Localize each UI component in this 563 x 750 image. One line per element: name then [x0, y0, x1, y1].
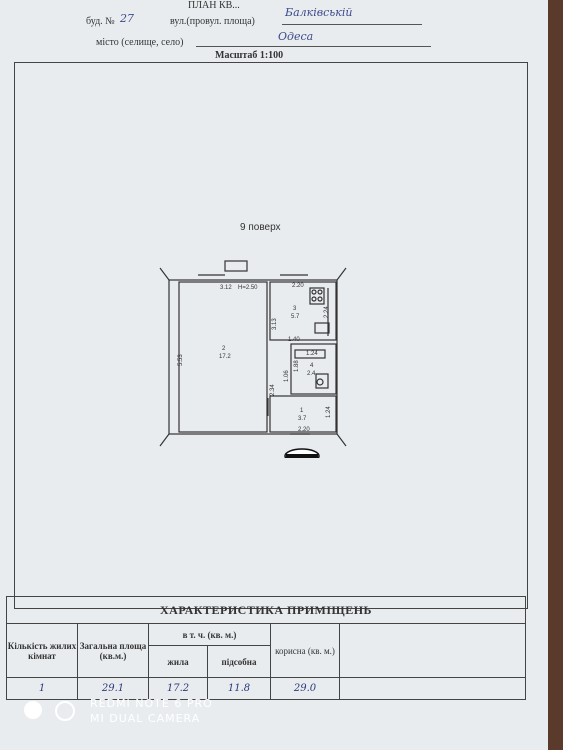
table-row: 1 29.1 17.2 11.8 29.0 — [6, 677, 526, 700]
floor-plan-drawing: 3.12 H=2.50 2.20 5.53 2 17.2 3.13 3 5.7 … — [159, 260, 347, 458]
entrance-marker-fill — [286, 454, 318, 458]
camera-ring-icon — [55, 701, 75, 721]
col-useful: корисна (кв. м.) — [270, 623, 340, 678]
room-area: 2.4 — [307, 371, 316, 377]
dim-label: 3.12 — [220, 285, 232, 291]
val-aux: 11.8 — [207, 677, 271, 700]
dim-label: 5.53 — [178, 354, 184, 366]
dim-label: 3.13 — [272, 318, 278, 330]
street-label: вул.(провул. площа) — [170, 16, 255, 27]
room-number: 1 — [300, 408, 304, 414]
street-value: Балківській — [285, 6, 353, 19]
dim-label: 2.20 — [292, 283, 304, 289]
outer-wall — [168, 279, 338, 435]
dim-label: 1.24 — [306, 351, 318, 357]
room-2-living — [178, 281, 268, 433]
col-rooms: Кількість жилих кімнат — [6, 623, 78, 678]
table-title: ХАРАКТЕРИСТИКА ПРИМІЩЕНЬ — [6, 596, 526, 624]
dim-label: 2.20 — [298, 427, 310, 433]
room-number: 4 — [310, 363, 314, 369]
camera-watermark: REDMI NOTE 6 PRO MI DUAL CAMERA — [90, 696, 213, 726]
building-label: буд. № — [86, 16, 115, 27]
col-incl: в т. ч. (кв. м.) — [148, 623, 271, 646]
val-rooms: 1 — [6, 677, 78, 700]
camera-dot-icon — [24, 701, 42, 719]
city-underline — [196, 46, 431, 47]
col-aux: підсобна — [207, 645, 271, 678]
room-4-bathroom — [290, 343, 337, 395]
dim-label: 1.06 — [284, 370, 290, 382]
dim-label: 1.88 — [294, 360, 300, 372]
val-living: 17.2 — [148, 677, 208, 700]
city-label: місто (селище, село) — [96, 37, 184, 48]
room-1-hall — [269, 395, 337, 433]
dim-label: 1.40 — [288, 337, 300, 343]
dim-label: H=2.50 — [238, 285, 258, 291]
dim-label: 2.34 — [270, 384, 276, 396]
plan-title: ПЛАН КВ... — [188, 0, 240, 11]
watermark-line2: MI DUAL CAMERA — [90, 712, 201, 725]
room-area: 17.2 — [219, 354, 231, 360]
dim-label: 1.24 — [326, 406, 332, 418]
empty-col — [339, 623, 526, 678]
col-living: жила — [148, 645, 208, 678]
room-area: 3.7 — [298, 416, 307, 422]
val-useful: 29.0 — [270, 677, 340, 700]
document-page: ПЛАН КВ... буд. № 27 вул.(провул. площа)… — [0, 0, 548, 750]
col-total: Загальна площа (кв.м.) — [77, 623, 149, 678]
room-number: 3 — [293, 306, 297, 312]
empty-cell — [339, 677, 526, 700]
room-3-kitchen — [269, 281, 337, 341]
watermark-line1: REDMI NOTE 6 PRO — [90, 697, 213, 710]
dim-label: 2.24 — [324, 306, 330, 318]
characteristics-table: ХАРАКТЕРИСТИКА ПРИМІЩЕНЬ Кількість жилих… — [6, 596, 526, 700]
street-underline — [282, 24, 422, 25]
room-area: 5.7 — [291, 314, 300, 320]
floor-label: 9 поверх — [240, 222, 281, 233]
building-value: 27 — [120, 12, 134, 25]
city-value: Одеса — [278, 30, 314, 43]
scale-label: Масштаб 1:100 — [215, 50, 284, 61]
room-number: 2 — [222, 346, 226, 352]
